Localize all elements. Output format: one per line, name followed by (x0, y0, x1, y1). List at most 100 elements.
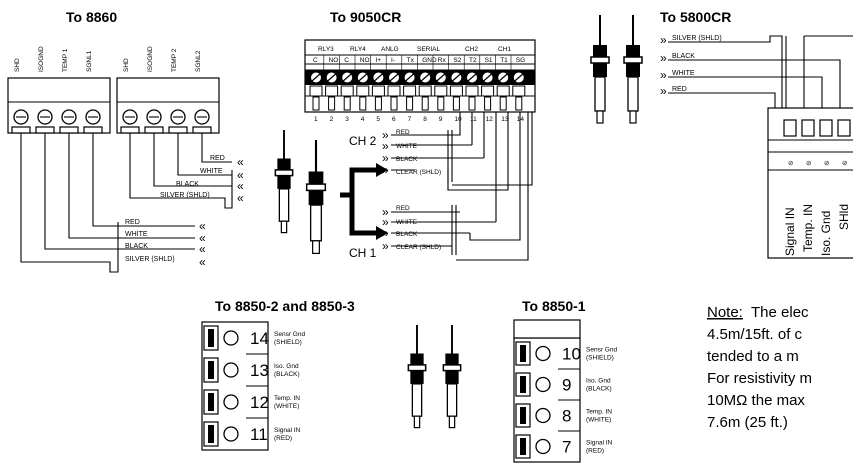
pin-label-9050-10: S2 (453, 57, 461, 64)
terminal-screw (535, 438, 551, 455)
terminal-desc: Iso. Gnd (586, 378, 611, 385)
terminal-desc-color: (WHITE) (274, 403, 299, 410)
title-5800cr: To 5800CR (660, 9, 731, 25)
terminal-number: 7 (562, 438, 571, 457)
terminal-number: 12 (250, 393, 269, 412)
wires-8860-lower: RED WHITE BLACK SILVER (SHLD) «« «« (20, 133, 206, 273)
pin-label-9050-3: C (344, 57, 349, 64)
terminal-desc: Iso. Gnd (274, 363, 299, 370)
svg-text:«: « (199, 219, 206, 233)
wire-label-silver-5800: SILVER (SHLD) (672, 35, 722, 42)
probe-icon (305, 140, 327, 255)
svg-text:«: « (237, 191, 244, 205)
pin-label-isognd-1: ISOGND (38, 46, 45, 72)
sensor-probes (274, 15, 643, 429)
note-line-2: 4.5m/15ft. of c (707, 326, 803, 343)
pin-number-9050-7: 7 (408, 116, 412, 123)
terminal-block-8860: SHD ISOGND TEMP 1 SGNL1 SHD ISOGND TEMP … (7, 46, 220, 134)
pin-number-9050-13: 13 (501, 116, 509, 123)
probe-icon (442, 325, 462, 429)
pin-label-9050-11: T2 (469, 57, 477, 64)
svg-text:«: « (199, 242, 206, 256)
terminal-desc: Temp. IN (586, 409, 612, 416)
terminal-desc-color: (BLACK) (586, 386, 612, 393)
wire-label-red-5800: RED (672, 86, 687, 93)
terminal-number: 11 (250, 425, 268, 444)
pin-label-temp1: TEMP 1 (62, 48, 69, 72)
channel-arrows (340, 163, 388, 240)
terminal-desc-color: (BLACK) (274, 371, 300, 378)
pin-number-9050-2: 2 (330, 116, 334, 123)
wire-label-silver-8860-b: SILVER (SHLD) (125, 256, 175, 263)
pin-label-temp2: TEMP 2 (171, 48, 178, 72)
pin-label-9050-9: Rx (438, 57, 447, 64)
wire-label-black-8860-b: BLACK (125, 243, 148, 250)
svg-text:«: « (199, 255, 206, 269)
pin-number-9050-12: 12 (486, 116, 494, 123)
terminal-screw (223, 362, 239, 378)
wires-9050cr: RED WHITE BLACK CLEAR (SHLD) RED WHITE B… (382, 112, 533, 261)
wire-label-clear-ch1: CLEAR (SHLD) (396, 244, 441, 251)
terminal-desc-color: (RED) (586, 448, 604, 455)
pin-label-shd-2: SHD (123, 58, 130, 72)
svg-text:⊘: ⊘ (824, 160, 830, 167)
wire-label-red-ch1: RED (396, 205, 410, 212)
terminal-desc: Temp. IN (274, 395, 300, 402)
term-iso-gnd-5800: Iso. Gnd (819, 211, 833, 256)
pin-number-9050-8: 8 (423, 116, 427, 123)
pin-label-9050-8: GND (422, 57, 437, 64)
note-label: Note: (707, 304, 743, 321)
title-9050cr: To 9050CR (330, 9, 401, 25)
pin-label-shd-1: SHD (14, 58, 21, 72)
svg-text:»: » (382, 205, 389, 219)
wire-label-white-8860-a: WHITE (200, 168, 223, 175)
wires-8860-upper: RED WHITE BLACK SILVER (SHLD) «« «« (129, 133, 244, 209)
probe-icon (590, 15, 610, 124)
terminal-screw (223, 394, 239, 410)
label-ch2: CH 2 (349, 134, 377, 148)
pin-label-9050-7: Tx (407, 57, 415, 64)
terminal-desc: Signal IN (586, 440, 613, 447)
pin-label-sgnl2: SGNL2 (195, 50, 202, 72)
terminal-number: 10 (562, 345, 581, 364)
pin-number-9050-11: 11 (470, 116, 477, 123)
terminal-desc: Sensr Gnd (274, 331, 305, 338)
svg-text:⊘: ⊘ (842, 160, 848, 167)
pin-label-isognd-2: ISOGND (147, 46, 154, 72)
wire-label-white-5800: WHITE (672, 70, 695, 77)
note-line-1: The elec (751, 304, 809, 321)
terminal-desc-color: (RED) (274, 435, 292, 442)
terminal-screw (223, 330, 239, 346)
group-serial: SERIAL (417, 46, 441, 53)
probe-icon (274, 130, 294, 234)
pin-label-9050-14: SG (516, 57, 525, 64)
terminal-desc-color: (WHITE) (586, 417, 611, 424)
note-line-6: 7.6m (25 ft.) (707, 414, 788, 431)
terminal-screw (535, 376, 551, 393)
term-temp-in-5800: Temp. IN (801, 204, 815, 252)
terminal-screw (535, 345, 551, 362)
wire-label-black-ch1: BLACK (396, 231, 418, 238)
terminal-desc-color: (SHIELD) (586, 355, 614, 362)
pin-label-sgnl1: SGNL1 (86, 50, 93, 72)
svg-text:«: « (237, 179, 244, 193)
group-ch1: CH1 (498, 46, 511, 53)
pin-number-9050-9: 9 (439, 116, 443, 123)
pin-number-9050-6: 6 (392, 116, 396, 123)
svg-text:»: » (382, 239, 389, 253)
terminal-number: 13 (250, 361, 269, 380)
pin-number-9050-3: 3 (345, 116, 349, 123)
label-ch1: CH 1 (349, 246, 377, 260)
terminal-desc: Signal IN (274, 427, 301, 434)
svg-text:»: » (382, 128, 389, 142)
svg-text:»: » (382, 139, 389, 153)
wire-label-red-8860-b: RED (125, 219, 140, 226)
wire-label-white-ch1: WHITE (396, 219, 418, 226)
title-8850-2-3: To 8850-2 and 8850-3 (215, 298, 355, 314)
svg-text:«: « (237, 168, 244, 182)
pin-label-9050-2: NO (329, 57, 339, 64)
svg-text:»: » (382, 215, 389, 229)
